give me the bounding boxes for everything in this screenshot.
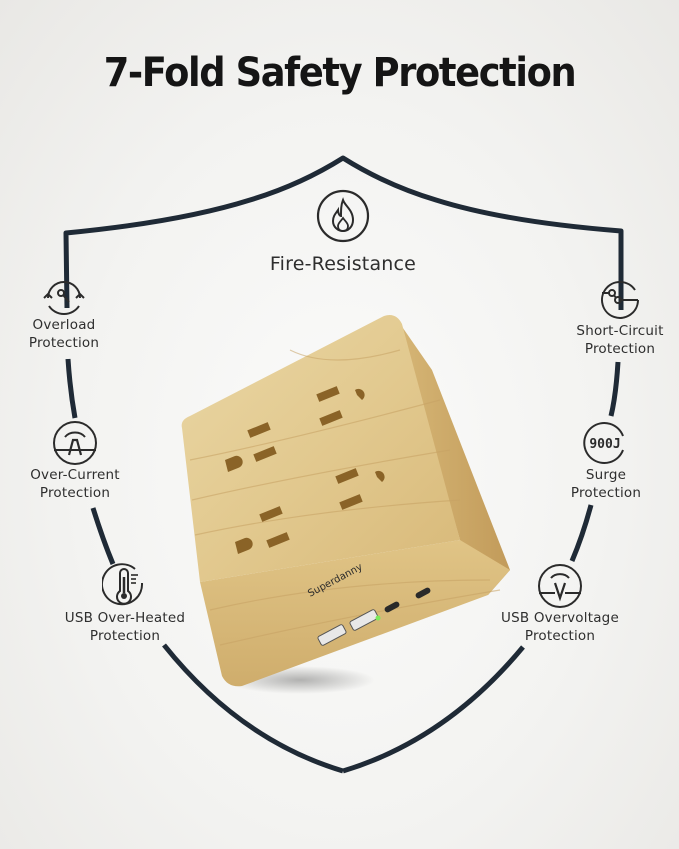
- power-cube-image: Superdanny: [181, 315, 510, 694]
- voltage-icon: [538, 564, 582, 608]
- ampere-icon: [53, 421, 97, 465]
- feature-label-line1: Overload: [32, 317, 96, 333]
- feature-label-line2: Protection: [584, 341, 656, 357]
- feature-surge-protection: 900J Surge Protection: [556, 420, 656, 502]
- feature-label-line2: Protection: [28, 335, 100, 351]
- feature-label-line1: USB Over-Heated: [64, 610, 186, 626]
- feature-label-line2: Protection: [570, 485, 642, 501]
- feature-label-line1: Over-Current: [30, 467, 120, 483]
- feature-over-current-protection: Over-Current Protection: [14, 420, 136, 502]
- led-indicator: [375, 615, 381, 621]
- flame-icon: [316, 189, 370, 243]
- surge-900j-icon: 900J: [583, 422, 624, 464]
- svg-text:900J: 900J: [589, 437, 620, 452]
- feature-short-circuit-protection: Short-Circuit Protection: [562, 276, 678, 358]
- feature-label-line2: Protection: [39, 485, 111, 501]
- feature-label-line2: Protection: [89, 628, 161, 644]
- usb-c-ports: [384, 587, 431, 613]
- feature-label: Fire-Resistance: [269, 253, 417, 275]
- feature-usb-overvoltage-protection: USB Overvoltage Protection: [490, 563, 630, 645]
- usb-a-ports: [317, 609, 379, 646]
- feature-label-line2: Protection: [524, 628, 596, 644]
- gauge-icon: [43, 281, 85, 315]
- page-title: 7-Fold Safety Protection: [103, 50, 577, 96]
- circuit-switch-icon: [601, 280, 639, 319]
- thermometer-icon: [102, 563, 144, 606]
- feature-usb-over-heated-protection: USB Over-Heated Protection: [55, 563, 195, 645]
- feature-label-line1: Short-Circuit: [576, 323, 664, 339]
- feature-label-line1: Surge: [585, 467, 627, 483]
- feature-label-line1: USB Overvoltage: [501, 610, 619, 626]
- feature-fire-resistance: Fire-Resistance: [243, 188, 443, 276]
- feature-overload-protection: Overload Protection: [8, 272, 120, 352]
